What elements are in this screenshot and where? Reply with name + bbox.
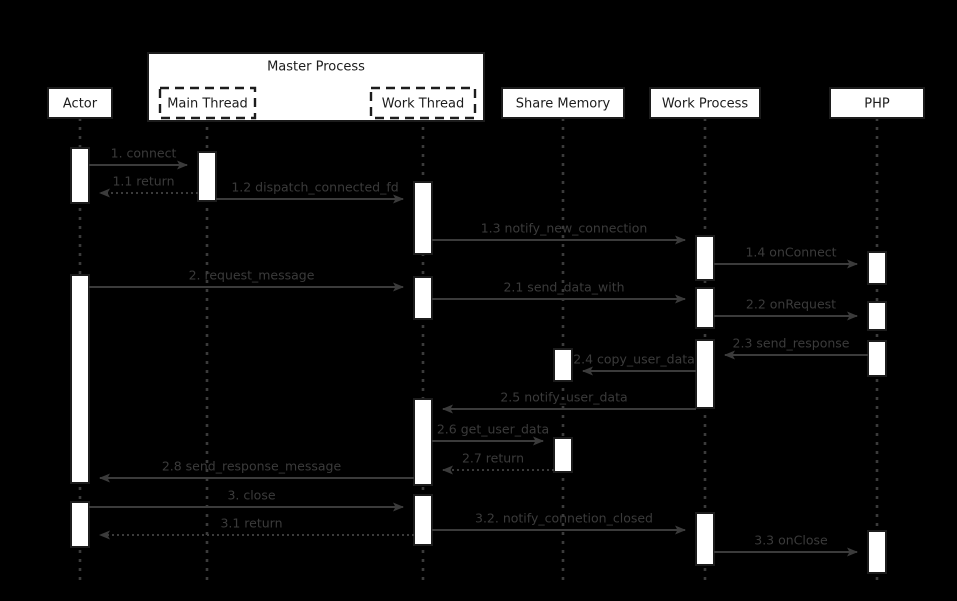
participant-label-work-thread: Work Thread	[382, 97, 465, 112]
participant-box-actor[interactable]	[47, 87, 113, 119]
participant-label-actor: Actor	[63, 97, 98, 112]
activations-layer	[70, 147, 887, 574]
message-label-m3_3: 3.3 onClose	[754, 533, 828, 548]
message-label-m2_1: 2.1 send_data_with	[503, 280, 624, 295]
participant-box-php[interactable]	[829, 87, 925, 119]
participant-label-main-thread: Main Thread	[167, 97, 248, 112]
activation-bar-work-thread-5	[413, 276, 433, 320]
message-m3_2[interactable]: 3.2. notify_connetion_closed	[432, 511, 686, 535]
activation-bar-actor-1	[70, 274, 90, 484]
message-m1_1[interactable]: 1.1 return	[99, 174, 198, 198]
activation-bar-php-15	[867, 301, 887, 331]
message-m3[interactable]: 3. close	[89, 488, 404, 512]
message-label-m3: 3. close	[227, 488, 275, 503]
message-label-m2_7: 2.7 return	[462, 451, 524, 466]
message-m1_2[interactable]: 1.2 dispatch_connected_fd	[216, 180, 404, 204]
message-m1[interactable]: 1. connect	[89, 146, 188, 170]
activation-bar-work-process-11	[695, 287, 715, 329]
message-label-m1: 1. connect	[111, 146, 177, 161]
message-label-m2_5: 2.5 notify_user_data	[500, 390, 627, 405]
message-label-m1_2: 1.2 dispatch_connected_fd	[231, 180, 398, 195]
activation-bar-work-thread-4	[413, 181, 433, 255]
message-m2_6[interactable]: 2.6 get_user_data	[432, 422, 549, 446]
message-label-m2: 2. request_message	[189, 268, 315, 283]
message-m3_3[interactable]: 3.3 onClose	[714, 533, 858, 557]
activation-bar-work-process-12	[695, 339, 715, 409]
message-label-m1_1: 1.1 return	[112, 174, 174, 189]
participant-label-share-memory: Share Memory	[516, 97, 611, 112]
activation-bar-actor-0	[70, 147, 90, 204]
message-label-m2_3: 2.3 send_response	[733, 336, 850, 351]
participant-label-work-process: Work Process	[662, 97, 749, 112]
group-label-master-process: Master Process	[267, 60, 365, 75]
message-m2_7[interactable]: 2.7 return	[442, 451, 554, 475]
activation-bar-share-memory-9	[553, 437, 573, 473]
message-m2_1[interactable]: 2.1 send_data_with	[432, 280, 686, 304]
message-m1_3[interactable]: 1.3 notify_new_connection	[432, 221, 686, 245]
participant-box-work-process[interactable]	[649, 87, 761, 119]
message-label-m2_6: 2.6 get_user_data	[437, 422, 549, 437]
activation-bar-work-process-13	[695, 512, 715, 566]
activation-bar-php-16	[867, 340, 887, 377]
participant-box-main-thread[interactable]	[158, 86, 257, 120]
activation-bar-php-17	[867, 530, 887, 574]
message-label-m2_2: 2.2 onRequest	[746, 297, 836, 312]
messages-layer: 1. connect 1.1 return 1.2 dispatch_connect…	[89, 146, 868, 557]
message-m2_3[interactable]: 2.3 send_response	[724, 336, 868, 360]
activation-bar-work-thread-7	[413, 494, 433, 546]
message-label-m3_2: 3.2. notify_connetion_closed	[475, 511, 653, 526]
message-m2_5[interactable]: 2.5 notify_user_data	[442, 390, 696, 414]
message-label-m1_3: 1.3 notify_new_connection	[481, 221, 648, 236]
participant-box-work-thread[interactable]	[369, 86, 477, 120]
activation-bar-php-14	[867, 251, 887, 285]
participants-layer: Actor Main Thread Work Thread Share Memory W…	[47, 86, 925, 120]
message-label-m1_4: 1.4 onConnect	[745, 245, 836, 260]
participant-box-share-memory[interactable]	[501, 87, 625, 119]
message-m1_4[interactable]: 1.4 onConnect	[714, 245, 858, 269]
message-m2_2[interactable]: 2.2 onRequest	[714, 297, 858, 321]
message-m2_4[interactable]: 2.4 copy_user_data	[573, 352, 696, 376]
message-m3_1[interactable]: 3.1 return	[99, 516, 414, 540]
message-m2[interactable]: 2. request_message	[89, 268, 404, 292]
message-label-m2_4: 2.4 copy_user_data	[573, 352, 695, 367]
message-label-m3_1: 3.1 return	[220, 516, 282, 531]
message-m2_8[interactable]: 2.8 send_response_message	[99, 459, 414, 483]
activation-bar-actor-2	[70, 501, 90, 548]
activation-bar-work-process-10	[695, 235, 715, 281]
participant-label-php: PHP	[864, 97, 890, 112]
activation-bar-work-thread-6	[413, 398, 433, 486]
message-label-m2_8: 2.8 send_response_message	[162, 459, 342, 474]
activation-bar-share-memory-8	[553, 348, 573, 382]
activation-bar-main-thread-3	[197, 151, 217, 202]
